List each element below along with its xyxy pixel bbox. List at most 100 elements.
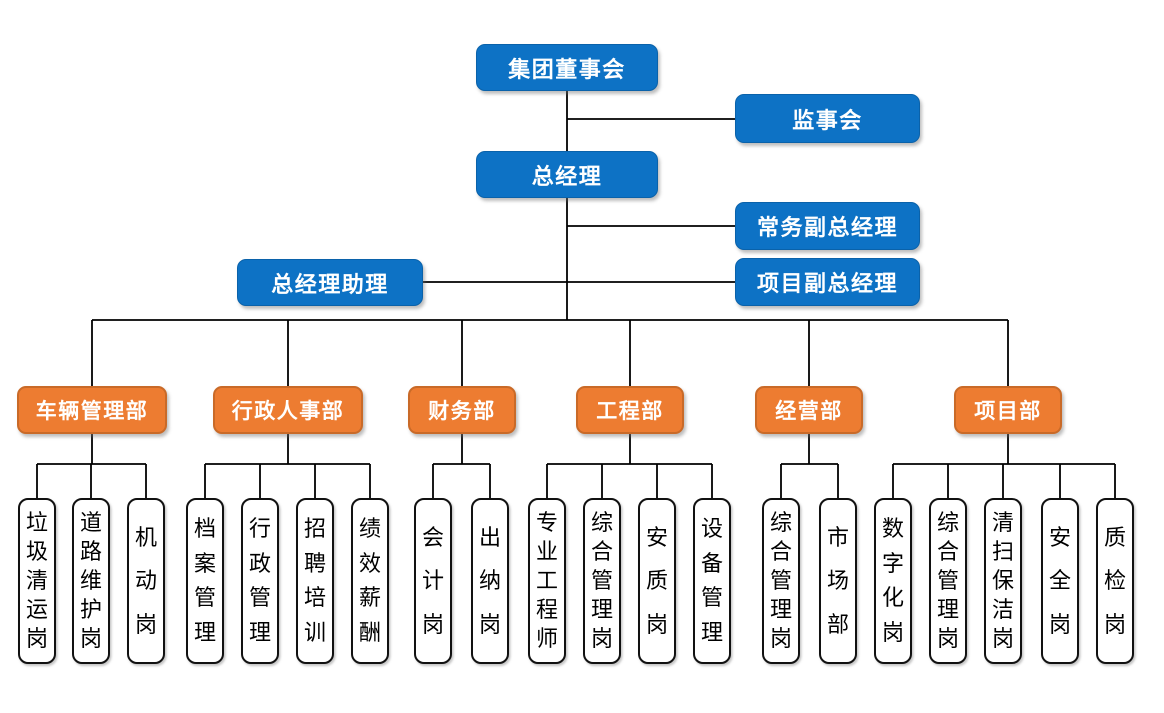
position-char: 部	[826, 611, 849, 637]
position-char: 出	[478, 524, 501, 550]
position-char: 机	[134, 524, 157, 550]
position-char: 数	[881, 515, 904, 541]
position-char: 综	[769, 510, 792, 535]
position-char: 全	[1048, 568, 1071, 593]
position-char: 训	[303, 620, 326, 646]
position-char: 岗	[769, 626, 792, 651]
position-char: 圾	[25, 539, 48, 564]
position-char: 酬	[358, 620, 381, 646]
position-char: 岗	[1103, 611, 1126, 637]
position-char: 计	[421, 568, 444, 593]
position-char: 理	[936, 597, 959, 622]
position-char: 市	[826, 524, 849, 550]
position-box: 招聘培训	[296, 498, 334, 664]
position-box: 清扫保洁岗	[984, 498, 1022, 664]
node-dept-engineering: 工程部	[576, 386, 684, 434]
position-box: 出纳岗	[471, 498, 509, 664]
position-char: 理	[248, 620, 271, 646]
position-box: 综合管理岗	[929, 498, 967, 664]
position-char: 场	[826, 568, 849, 593]
position-char: 专	[535, 510, 558, 535]
position-char: 合	[936, 539, 959, 564]
position-box: 综合管理岗	[583, 498, 621, 664]
position-char: 绩	[358, 515, 381, 541]
position-box: 数字化岗	[874, 498, 912, 664]
position-char: 洁	[991, 597, 1014, 622]
position-char: 路	[79, 539, 102, 564]
node-dept-project: 项目部	[954, 386, 1062, 434]
position-char: 管	[936, 568, 959, 593]
position-char: 管	[769, 568, 792, 593]
node-dept-finance: 财务部	[408, 386, 516, 434]
position-char: 政	[248, 550, 271, 576]
position-box: 专业工程师	[528, 498, 566, 664]
position-char: 会	[421, 524, 444, 550]
position-char: 垃	[25, 510, 48, 535]
node-dept-vehicle-management: 车辆管理部	[17, 386, 167, 434]
position-char: 理	[700, 620, 723, 646]
position-char: 维	[79, 568, 102, 593]
position-char: 管	[700, 585, 723, 611]
position-char: 岗	[936, 626, 959, 651]
node-supervisory-board: 监事会	[735, 94, 920, 143]
position-box: 综合管理岗	[762, 498, 800, 664]
position-char: 行	[248, 515, 271, 541]
node-group-board: 集团董事会	[476, 44, 658, 91]
position-char: 效	[358, 550, 381, 576]
position-char: 岗	[421, 611, 444, 637]
position-box: 市场部	[819, 498, 857, 664]
position-char: 管	[193, 585, 216, 611]
position-box: 档案管理	[186, 498, 224, 664]
position-char: 业	[535, 539, 558, 564]
position-char: 岗	[881, 620, 904, 646]
position-box: 会计岗	[414, 498, 452, 664]
position-char: 质	[1103, 524, 1126, 550]
position-char: 字	[881, 550, 904, 576]
position-char: 程	[535, 597, 558, 622]
node-gm-assistant: 总经理助理	[237, 259, 423, 306]
position-char: 岗	[478, 611, 501, 637]
position-char: 运	[25, 597, 48, 622]
position-char: 理	[193, 620, 216, 646]
position-char: 岗	[1048, 611, 1071, 637]
position-char: 清	[991, 510, 1014, 535]
position-char: 安	[1048, 524, 1071, 550]
position-box: 道路维护岗	[72, 498, 110, 664]
position-box: 垃圾清运岗	[18, 498, 56, 664]
position-char: 理	[769, 597, 792, 622]
node-executive-deputy-gm: 常务副总经理	[735, 202, 920, 250]
position-box: 行政管理	[241, 498, 279, 664]
position-box: 安质岗	[638, 498, 676, 664]
position-char: 岗	[991, 626, 1014, 651]
position-char: 质	[645, 568, 668, 593]
position-char: 岗	[134, 611, 157, 637]
position-char: 清	[25, 568, 48, 593]
position-char: 安	[645, 524, 668, 550]
position-char: 案	[193, 550, 216, 576]
position-char: 培	[303, 585, 326, 611]
position-char: 扫	[991, 539, 1014, 564]
position-char: 综	[590, 510, 613, 535]
position-char: 薪	[358, 585, 381, 611]
position-box: 安全岗	[1041, 498, 1079, 664]
position-char: 保	[991, 568, 1014, 593]
position-char: 备	[700, 550, 723, 576]
position-char: 合	[590, 539, 613, 564]
position-char: 管	[590, 568, 613, 593]
position-char: 化	[881, 585, 904, 611]
node-project-deputy-gm: 项目副总经理	[735, 258, 920, 306]
position-char: 岗	[590, 626, 613, 651]
position-char: 招	[303, 515, 326, 541]
position-char: 合	[769, 539, 792, 564]
position-char: 护	[79, 597, 102, 622]
position-box: 质检岗	[1096, 498, 1134, 664]
position-char: 动	[134, 568, 157, 593]
position-char: 师	[535, 626, 558, 651]
position-char: 理	[590, 597, 613, 622]
position-char: 道	[79, 510, 102, 535]
position-box: 绩效薪酬	[351, 498, 389, 664]
position-char: 聘	[303, 550, 326, 576]
position-char: 岗	[25, 626, 48, 651]
position-char: 纳	[478, 568, 501, 593]
